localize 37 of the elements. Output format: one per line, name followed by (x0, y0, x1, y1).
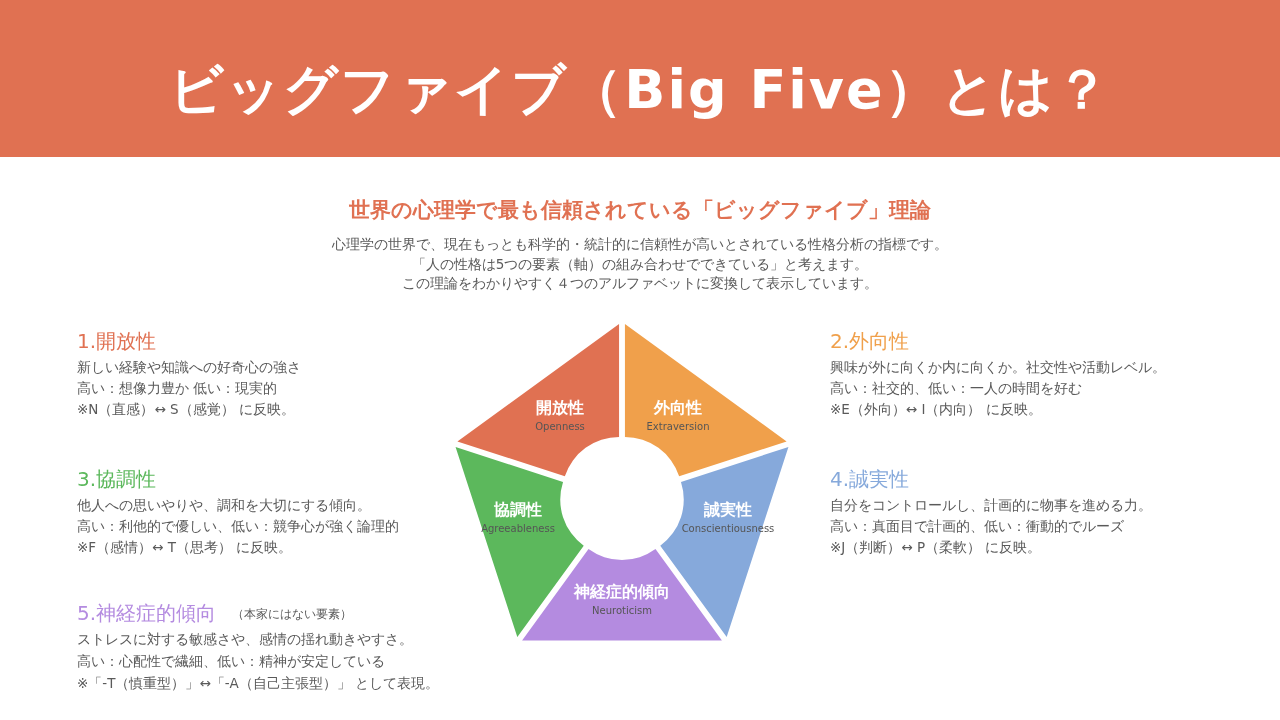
trait-description: ストレスに対する敏感さや、感情の揺れ動きやすさ。 (77, 630, 413, 649)
trait-description: 高い：真面目で計画的、低い：衝動的でルーズ (830, 517, 1124, 536)
segment-subtitle: Extraversion (646, 420, 710, 433)
trait-heading: 1.開放性 (77, 328, 157, 355)
trait-note: ※「-T（慎重型）」↔「-A（自己主張型）」 として表現。 (77, 674, 440, 693)
trait-note: ※F（感情）↔ T（思考） に反映。 (77, 538, 293, 557)
trait-heading: 3.協調性 (77, 466, 157, 493)
segment-title: 協調性 (494, 500, 542, 520)
subtitle: 世界の心理学で最も信頼されている「ビッグファイブ」理論 (348, 197, 932, 224)
trait-heading: 2.外向性 (830, 328, 910, 355)
trait-description: 高い：心配性で繊細、低い：精神が安定している (77, 652, 385, 671)
trait-description: 高い：社交的、低い：一人の時間を好む (830, 379, 1082, 398)
trait-description: 新しい経験や知識への好奇心の強さ (77, 358, 301, 377)
trait-description: 興味が外に向くか内に向くか。社交性や活動レベル。 (830, 358, 1166, 377)
segment-title: 神経症的傾向 (574, 582, 670, 602)
trait-description: 高い：想像力豊か 低い：現実的 (77, 379, 278, 398)
intro-text: 心理学の世界で、現在もっとも科学的・統計的に信頼性が高いとされている性格分析の指標です。 (331, 235, 949, 254)
trait-note: （本家にはない要素） (232, 606, 352, 623)
trait-description: 高い：利他的で優しい、低い：競争心が強く論理的 (77, 517, 399, 536)
trait-heading: 5.神経症的傾向 (77, 600, 217, 627)
title: ビッグファイブ（Big Five）とは？ (168, 58, 1112, 122)
pentagon-segment (624, 323, 787, 477)
segment-subtitle: Openness (535, 420, 585, 433)
segment-subtitle: Neuroticism (592, 604, 652, 617)
trait-note: ※J（判断）↔ P（柔軟） に反映。 (830, 538, 1042, 557)
intro-text: 「人の性格は5つの要素（軸）の組み合わせでできている」と考えます。 (410, 255, 870, 274)
trait-description: 他人への思いやりや、調和を大切にする傾向。 (77, 496, 371, 515)
segment-title: 誠実性 (704, 500, 752, 520)
trait-description: 自分をコントロールし、計画的に物事を進める力。 (830, 496, 1152, 515)
intro-text: この理論をわかりやすく４つのアルファベットに変換して表示しています。 (401, 274, 879, 293)
segment-title: 開放性 (536, 398, 584, 418)
trait-heading: 4.誠実性 (830, 466, 910, 493)
pentagon-segment (522, 549, 722, 641)
segment-title: 外向性 (654, 398, 702, 418)
trait-note: ※N（直感）↔ S（感覚） に反映。 (77, 400, 295, 419)
pentagon-segment (457, 323, 620, 477)
trait-note: ※E（外向）↔ I（内向） に反映。 (830, 400, 1042, 419)
